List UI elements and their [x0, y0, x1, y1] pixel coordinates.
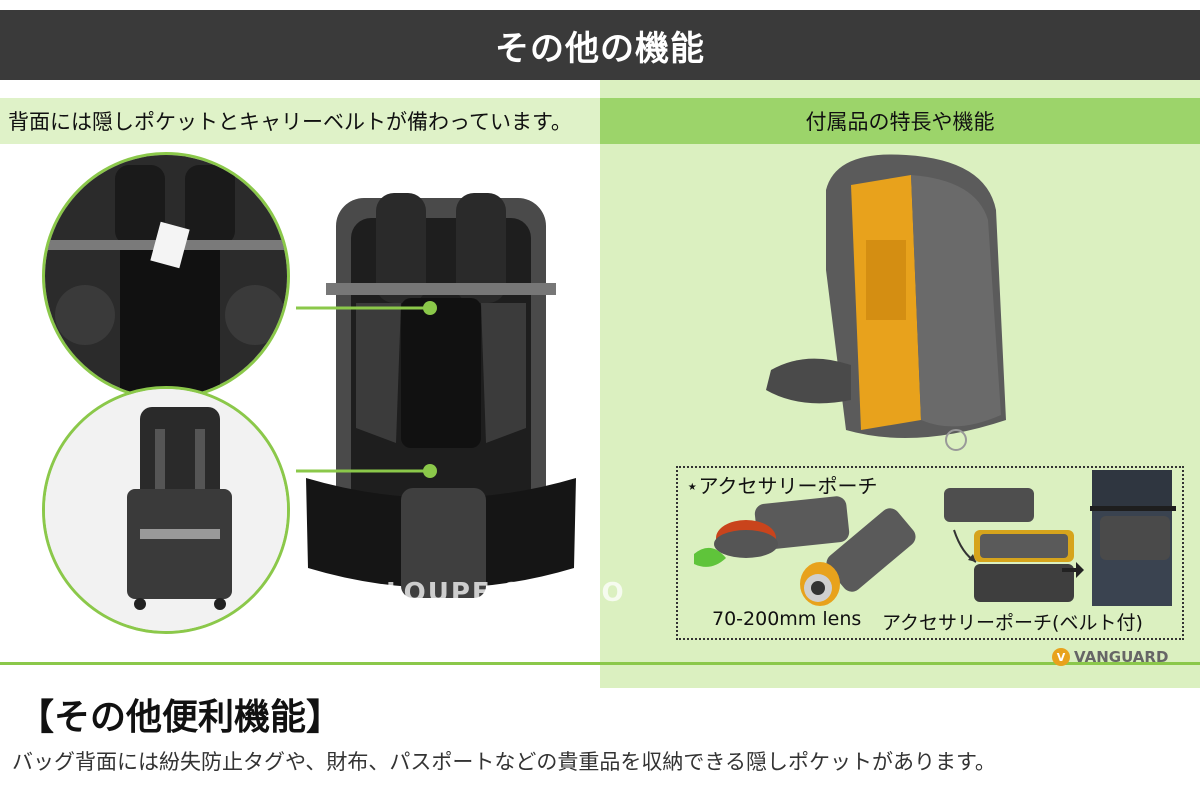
pouch-caption: アクセサリーポーチ(ベルト付) — [882, 612, 1143, 634]
divider — [0, 662, 1200, 665]
arrow-icon — [1062, 562, 1084, 578]
accessory-pouch-box — [676, 466, 1184, 640]
accessory-pouch-image — [944, 488, 1074, 602]
back-features-heading: 背面には隠しポケットとキャリーベルトが備わっています。 — [0, 98, 600, 144]
carry-belt-detail — [42, 386, 290, 634]
hidden-pocket-detail — [42, 152, 290, 400]
brand-name: VANGUARD — [1074, 648, 1169, 666]
page-title: その他の機能 — [495, 28, 705, 69]
lens-caption: 70-200mm lens — [712, 608, 862, 630]
section-title: 【その他便利機能】 — [18, 697, 343, 738]
accessory-pouch-title: ⋆アクセサリーポーチ — [686, 474, 878, 498]
belt-worn-image — [1090, 470, 1176, 606]
title-bar: その他の機能 — [0, 10, 1200, 80]
accessories-heading: 付属品の特長や機能 — [600, 98, 1200, 144]
section-description: バッグ背面には紛失防止タグや、財布、パスポートなどの貴重品を収納できる隠しポケッ… — [12, 750, 996, 774]
watermark: LOUPE STUDIO — [386, 578, 626, 608]
lens-pouch-image — [694, 496, 916, 606]
backpack-back-image — [296, 193, 576, 598]
open-backpack-image — [766, 154, 1006, 451]
vanguard-icon: V — [1052, 648, 1070, 666]
brand-logo: V VANGUARD — [1052, 648, 1168, 666]
